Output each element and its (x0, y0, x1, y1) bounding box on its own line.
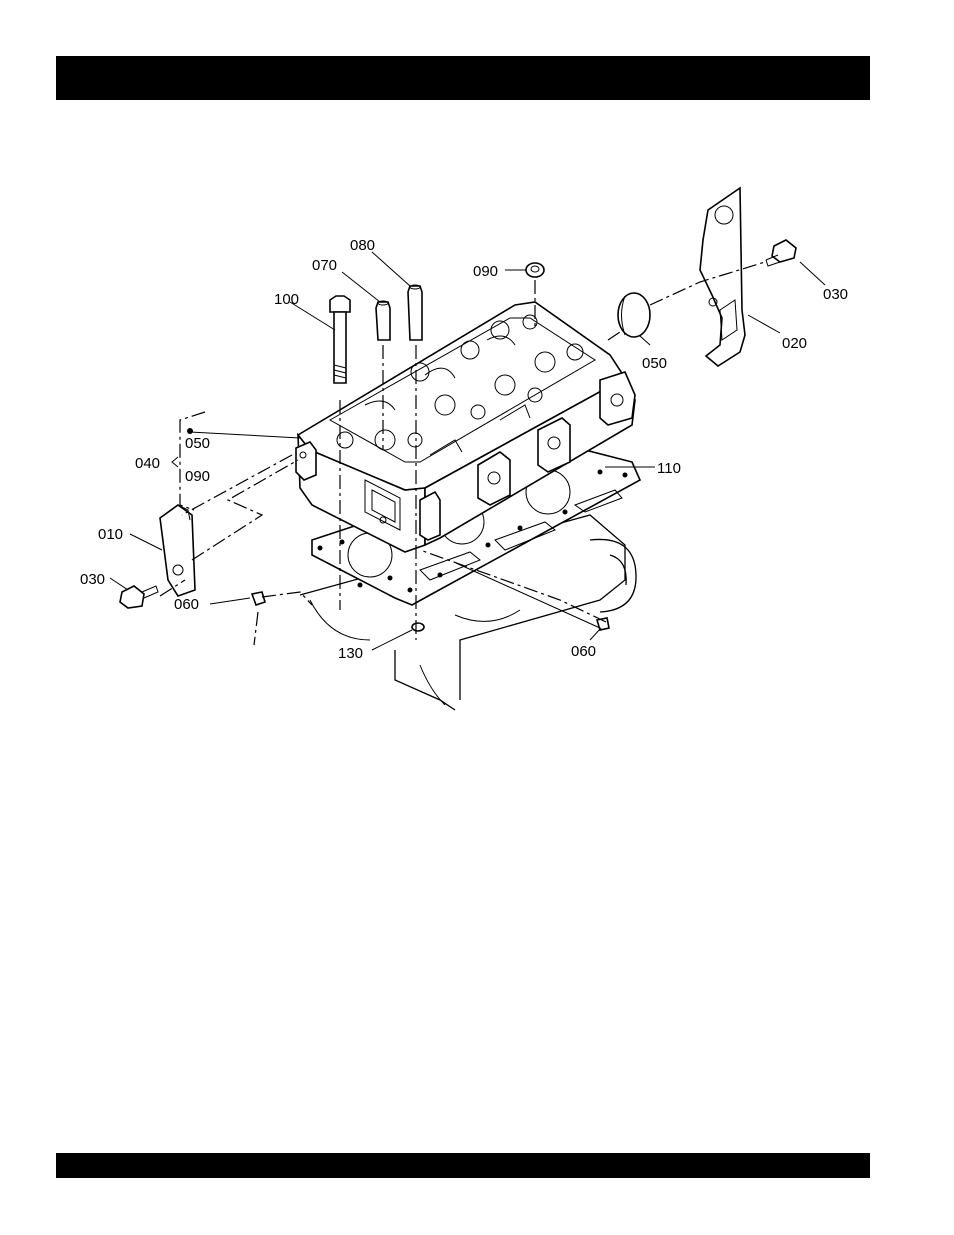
callout-090-group: 090 (185, 468, 210, 485)
plug-060-left (252, 592, 265, 605)
callout-100: 100 (274, 291, 299, 308)
callout-010: 010 (98, 526, 123, 543)
callout-110: 110 (657, 460, 681, 477)
bolt-030-right (766, 240, 796, 266)
sleeve-070 (376, 301, 390, 340)
cylinder-head (296, 302, 635, 552)
callout-080: 080 (350, 237, 375, 254)
washer-090 (526, 263, 544, 277)
bracket-020 (700, 188, 745, 366)
o-ring-130 (412, 623, 424, 631)
plug-060-right (597, 618, 609, 630)
callout-030-right: 030 (823, 286, 848, 303)
callout-050-group: 050 (185, 435, 210, 452)
bolt-030-left (120, 586, 158, 608)
callout-050-plug: 050 (642, 355, 667, 372)
callout-030-left: 030 (80, 571, 105, 588)
callout-040: 040 (135, 455, 160, 472)
callout-060-right: 060 (571, 643, 596, 660)
callout-090-top: 090 (473, 263, 498, 280)
callout-020: 020 (782, 335, 807, 352)
sleeve-080 (408, 285, 422, 340)
callout-070: 070 (312, 257, 337, 274)
callout-060-left: 060 (174, 596, 199, 613)
head-bolt-100 (330, 296, 350, 383)
plug-050 (618, 293, 650, 337)
bracket-010 (160, 505, 195, 596)
callout-130: 130 (338, 645, 363, 662)
